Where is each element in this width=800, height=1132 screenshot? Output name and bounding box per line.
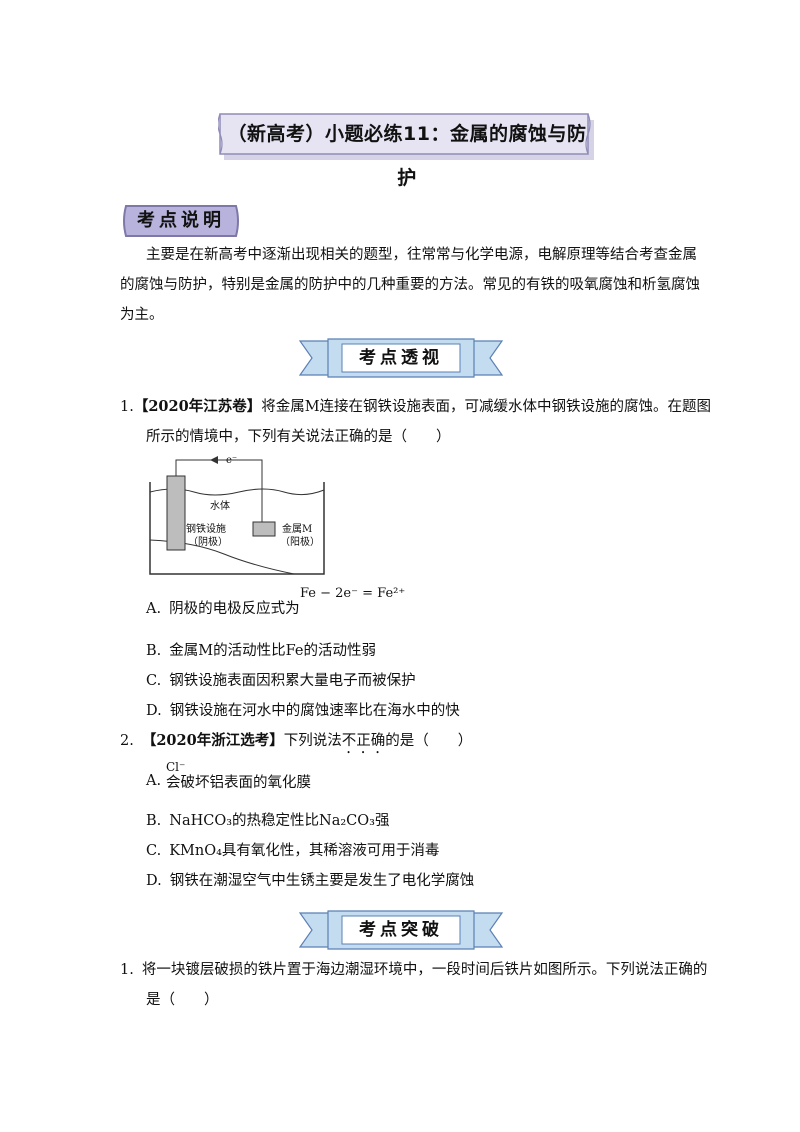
s3-q1-line-1: 1. 将一块镀层破损的铁片置于海边潮湿环境中，一段时间后铁片如图所示。下列说法正确… [120,955,720,985]
q2-option-a-prefix: A. [146,773,162,789]
intro-line-3: 为主。 [120,307,164,323]
tank-outline [149,482,325,575]
ribbon-shape-3 [298,910,504,950]
diagram-water-label: 水体 [210,501,230,512]
q1-option-c-prefix: C. [146,673,162,689]
q2-option-c: C. KMnO₄具有氧化性，其稀溶液可用于消毒 [146,840,439,862]
diagram-metal-label-1: 金属M [282,524,313,535]
q1-option-c: C. 钢铁设施表面因积累大量电子而被保护 [146,670,416,692]
electron-arrow-icon [210,456,218,464]
q2-number: 2. [120,733,134,749]
section-badge-label: 考点说明 [137,210,225,231]
q2-option-d-prefix: D. [146,873,162,889]
q1-option-b-text: 金属M的活动性比Fe的活动性弱 [169,643,376,659]
section-badge-shape [123,205,239,237]
ribbon-label-2: 考点透视 [359,348,443,368]
page-title: （新高考）小题必练11：金属的腐蚀与防护 [227,123,587,189]
diagram-electron-label: e⁻ [226,455,238,466]
q1-option-b: B. 金属M的活动性比Fe的活动性弱 [146,640,376,662]
q2-source: 【2020年浙江选考】 [141,732,284,749]
q2-option-c-prefix: C. [146,843,162,859]
q1-source: 【2020年江苏卷】 [133,398,262,415]
q1-option-a: A. 阴极的电极反应式为 [146,598,300,620]
q2-option-c-text: KMnO₄具有氧化性，其稀溶液可用于消毒 [169,843,440,859]
q2-option-d-text: 钢铁在潮湿空气中生锈主要是发生了电化学腐蚀 [169,873,475,889]
q1-stem-line-1: 1.【2020年江苏卷】将金属M连接在钢铁设施表面，可减缓水体中钢铁设施的腐蚀。… [120,392,720,422]
ribbon-label-3: 考点突破 [359,920,443,940]
q1-stem-text-1: 将金属M连接在钢铁设施表面，可减缓水体中钢铁设施的腐蚀。在题图 [261,399,712,415]
q2-stem-pre: 下列说法 [283,733,342,749]
title-banner [218,113,594,160]
q1-option-d-text: 钢铁设施在河水中的腐蚀速率比在海水中的快 [169,703,460,719]
q2-option-a-formula: Cl⁻ [166,760,186,774]
q2-stem-post: 的是（ ） [385,733,473,749]
q1-option-d: D. 钢铁设施在河水中的腐蚀速率比在海水中的快 [146,700,460,722]
q1-option-b-prefix: B. [146,643,162,659]
s3-q1-line-2: 是（ ） [146,992,219,1008]
wire [175,459,263,522]
q2-option-d: D. 钢铁在潮湿空气中生锈主要是发生了电化学腐蚀 [146,870,474,892]
q2-stem: 2. 【2020年浙江选考】下列说法不正确的是（ ） [120,730,720,757]
q2-option-a-text: 会破坏铝表面的氧化膜 [166,775,311,791]
q2-option-b-text: NaHCO₃的热稳定性比Na₂CO₃强 [169,813,390,829]
q1-option-c-text: 钢铁设施表面因积累大量电子而被保护 [169,673,416,689]
diagram-steel-label-1: 钢铁设施 [186,524,226,535]
diagram-steel-label-2: （阴极） [188,537,228,548]
s3-q1-stem-1: 将一块镀层破损的铁片置于海边潮湿环境中，一段时间后铁片如图所示。下列说法正确的 [141,962,708,978]
q2-option-b-prefix: B. [146,813,162,829]
intro-line-1: 主要是在新高考中逐渐出现相关的题型，往常常与化学电源，电解原理等结合考查金属 [146,247,697,263]
ribbon-shape-2 [298,338,504,378]
s3-q1-number: 1. [120,962,134,978]
q2-stem-emphasis: 不正确 [341,733,386,749]
q1-stem-line-2: 所示的情境中，下列有关说法正确的是（ ） [146,429,451,445]
q1-diagram [149,456,325,575]
q1-option-a-formula: Fe − 2e⁻ = Fe²⁺ [300,586,406,601]
intro-line-2: 的腐蚀与防护，特别是金属的防护中的几种重要的方法。常见的有铁的吸氧腐蚀和析氢腐蚀 [120,277,700,293]
q1-option-d-prefix: D. [146,703,162,719]
q1-number: 1. [120,399,134,415]
steel-rod [166,475,186,551]
metal-m-block [252,521,276,537]
diagram-metal-label-2: （阳极） [280,537,320,548]
q1-option-a-text: 阴极的电极反应式为 [169,601,300,617]
q2-option-b: B. NaHCO₃的热稳定性比Na₂CO₃强 [146,810,389,832]
q1-option-a-prefix: A. [146,601,162,617]
